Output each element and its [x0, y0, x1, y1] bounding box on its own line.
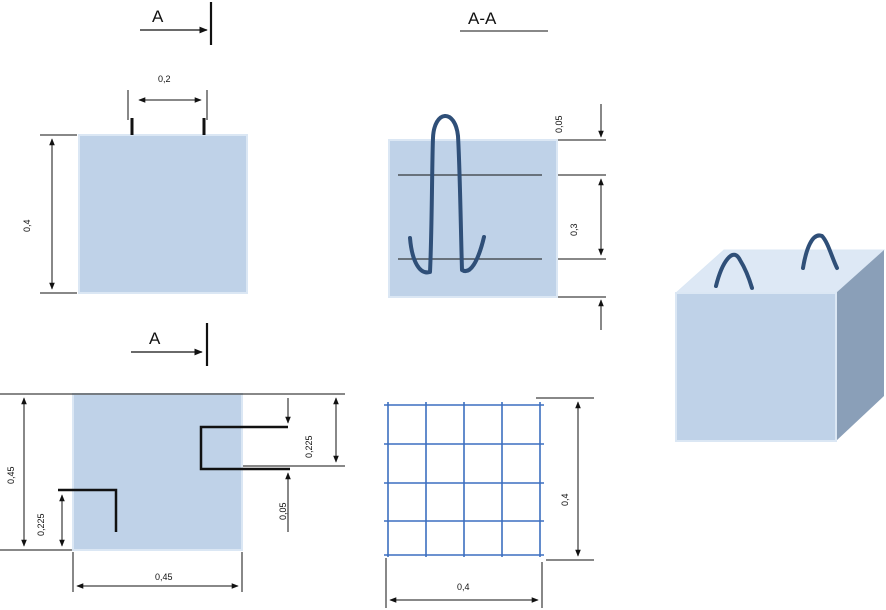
- dimension-label: 0,4: [560, 493, 570, 506]
- dimension-plan-upper: 0,225: [243, 397, 345, 467]
- dimension-mesh-width: 0,4: [385, 558, 543, 608]
- concrete-block-section: [388, 139, 558, 298]
- reinforcement-mesh: 0,4 0,4: [384, 397, 594, 608]
- section-mark-a-plan: A: [131, 323, 209, 366]
- loop-stubs: [127, 90, 208, 135]
- dimension-label: 0,45: [6, 466, 16, 484]
- isometric-block: [674, 233, 886, 442]
- section-title: A-A: [460, 9, 548, 32]
- dimension-label: 0,3: [569, 223, 579, 236]
- lifting-loop-section: [408, 114, 486, 275]
- dimension-label: 0,4: [457, 582, 470, 592]
- dimension-plan-height: 0,45: [0, 393, 345, 551]
- rebar-lines: [398, 174, 542, 260]
- section-mark-label: A: [152, 7, 164, 26]
- lifting-loop-left: [714, 252, 754, 290]
- section-mark-label: A: [149, 329, 161, 348]
- dimension-label: 0,05: [278, 502, 288, 520]
- dimension-rebar-spacing: 0,3: [558, 174, 606, 260]
- dimension-cover-bottom: [558, 296, 606, 330]
- section-mark-a-top: A: [140, 2, 213, 45]
- concrete-block-plan: [72, 393, 243, 551]
- dimension-label: 0,225: [36, 513, 46, 536]
- plan-view: A 0,45 0,225 0,225 0,05: [0, 323, 345, 592]
- dimension-label: 0,225: [304, 435, 314, 458]
- section-view: A-A 0,05 0,3: [388, 9, 606, 330]
- dimension-label: 0,45: [155, 572, 173, 582]
- dimension-cover-top: 0,05: [554, 104, 606, 141]
- block-side-face: [836, 250, 884, 441]
- dimension-plan-width: 0,45: [72, 552, 243, 592]
- dimension-plan-lower: 0,225: [36, 494, 65, 547]
- loop-plan-marks: [58, 425, 290, 532]
- dimension-label: 0,05: [554, 115, 564, 133]
- dimension-label: 0,2: [158, 74, 171, 84]
- lifting-loop-right: [801, 233, 839, 270]
- dimension-label: 0,4: [22, 219, 32, 232]
- mesh-grid: [384, 402, 544, 557]
- concrete-block-front: [78, 134, 248, 294]
- dimension-loop-spacing: 0,2: [138, 74, 202, 103]
- front-view: A 0,2 0,4: [22, 2, 248, 294]
- dimension-plan-gap: 0,05: [278, 472, 291, 532]
- dimension-block-height: 0,4: [22, 134, 77, 294]
- section-title-label: A-A: [468, 9, 497, 28]
- dimension-mesh-height: 0,4: [536, 397, 594, 561]
- block-front-face: [675, 292, 837, 442]
